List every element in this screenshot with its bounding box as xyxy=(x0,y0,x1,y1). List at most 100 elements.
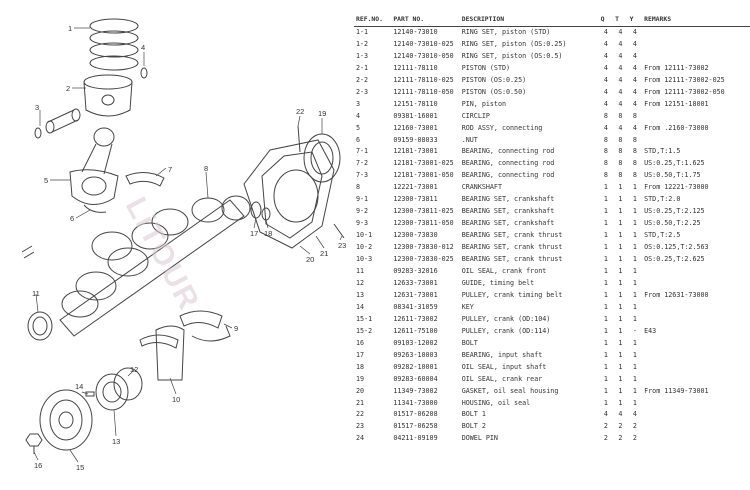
remarks-cell: US:0.50,T:2.25 xyxy=(644,219,701,228)
qty-cell: 1 xyxy=(603,302,608,311)
qty-cell: 1 xyxy=(632,267,637,276)
description-cell: .NUT xyxy=(461,135,478,144)
remarks-cell: OS:0.25,T:2.625 xyxy=(644,255,705,264)
qty-cell: 1 xyxy=(618,243,623,252)
circlip-drawing xyxy=(34,127,42,139)
callout-17: 17 xyxy=(250,229,258,238)
part-no-cell: 12611-73002 xyxy=(393,314,438,323)
header-part-no: PART NO. xyxy=(391,14,460,27)
remarks-cell: E43 xyxy=(644,326,657,335)
remarks-cell: From 12631-73000 xyxy=(644,290,709,299)
callout-9: 9 xyxy=(234,324,238,333)
description-cell: PULLEY, crank timing belt xyxy=(461,290,563,299)
callout-4: 4 xyxy=(141,43,145,52)
remarks-cell xyxy=(642,362,750,374)
ref-no-cell: 10-3 xyxy=(356,255,373,264)
ref-no-cell: 14 xyxy=(356,302,365,311)
qty-cell: 4 xyxy=(618,75,623,84)
remarks-cell xyxy=(642,302,750,314)
qty-cell: 1 xyxy=(603,326,608,335)
qty-cell: 4 xyxy=(603,87,608,96)
description-cell: OIL SEAL, crank front xyxy=(461,267,547,276)
ref-no-cell: 2-3 xyxy=(356,87,369,96)
ref-no-cell: 5 xyxy=(356,123,361,132)
remarks-cell xyxy=(642,39,750,51)
callout-20: 20 xyxy=(306,255,314,264)
qty-cell: 1 xyxy=(603,231,608,240)
qty-cell: 1 xyxy=(603,195,608,204)
part-no-cell: 11341-73000 xyxy=(393,398,438,407)
qty-cell: 8 xyxy=(632,147,637,156)
description-cell: BOLT 2 xyxy=(461,422,486,431)
qty-cell: 1 xyxy=(618,362,623,371)
qty-cell: 4 xyxy=(603,27,608,36)
header-remarks: REMARKS xyxy=(642,14,750,27)
remarks-cell xyxy=(642,266,750,278)
qty-cell: 8 xyxy=(632,159,637,168)
callout-13: 13 xyxy=(112,437,120,446)
part-no-cell: 12181-73001-025 xyxy=(393,159,454,168)
qty-cell: 8 xyxy=(618,111,623,120)
ref-no-cell: 15-1 xyxy=(356,314,373,323)
qty-cell: 1 xyxy=(618,290,623,299)
connecting-rod-drawing xyxy=(69,127,119,205)
qty-cell: 1 xyxy=(603,362,608,371)
callout-22: 22 xyxy=(296,107,304,116)
part-no-cell: 12111-78110 xyxy=(393,63,438,72)
qty-cell: 1 xyxy=(618,374,623,383)
remarks-cell xyxy=(642,338,750,350)
qty-cell: 4 xyxy=(618,63,623,72)
main-bearing-set-drawing xyxy=(139,310,231,381)
qty-cell: 8 xyxy=(618,147,623,156)
ref-no-cell: 9-2 xyxy=(356,207,369,216)
part-no-cell: 12221-73001 xyxy=(393,183,438,192)
pulley-bolt-drawing xyxy=(25,433,43,454)
part-no-cell: 12160-73001 xyxy=(393,123,438,132)
remarks-cell xyxy=(642,26,750,38)
callout-21: 21 xyxy=(320,249,328,258)
qty-cell: 1 xyxy=(632,207,637,216)
qty-cell: 1 xyxy=(618,195,623,204)
qty-cell: 1 xyxy=(632,243,637,252)
part-no-cell: 12181-73001-050 xyxy=(393,171,454,180)
ref-no-cell: 18 xyxy=(356,362,365,371)
qty-cell: 4 xyxy=(632,27,637,36)
description-cell: BEARING SET, crankshaft xyxy=(461,195,555,204)
ref-no-cell: 4 xyxy=(356,111,361,120)
qty-cell: 1 xyxy=(603,374,608,383)
qty-cell: 1 xyxy=(603,338,608,347)
ref-no-cell: 24 xyxy=(356,434,365,443)
part-no-cell: 12181-73001 xyxy=(393,147,438,156)
qty-cell: 4 xyxy=(632,39,637,48)
piston-drawing xyxy=(83,74,133,117)
crankshaft-drawing xyxy=(59,195,251,337)
description-cell: DOWEL PIN xyxy=(461,434,498,443)
remarks-cell: From 12221-73000 xyxy=(644,183,709,192)
qty-cell: 1 xyxy=(632,338,637,347)
description-cell: PULLEY, crank (OD:104) xyxy=(461,314,551,323)
rod-nut-drawing xyxy=(83,204,107,213)
qty-cell: 1 xyxy=(618,398,623,407)
part-no-cell: 09103-12002 xyxy=(393,338,438,347)
ref-no-cell: 8 xyxy=(356,183,361,192)
remarks-cell: From .2160-73000 xyxy=(644,123,709,132)
qty-cell: 4 xyxy=(632,87,637,96)
oil-seal-housing-drawing xyxy=(243,139,335,249)
qty-cell: 8 xyxy=(632,135,637,144)
qty-cell: 4 xyxy=(618,27,623,36)
part-no-cell: 01517-06208 xyxy=(393,410,438,419)
qty-cell: 4 xyxy=(618,410,623,419)
part-no-cell: 04211-09109 xyxy=(393,434,438,443)
remarks-cell: OS:0.125,T:2.563 xyxy=(644,243,709,252)
ref-no-cell: 9-1 xyxy=(356,195,369,204)
ref-no-cell: 10-2 xyxy=(356,243,373,252)
qty-cell: 1 xyxy=(618,338,623,347)
